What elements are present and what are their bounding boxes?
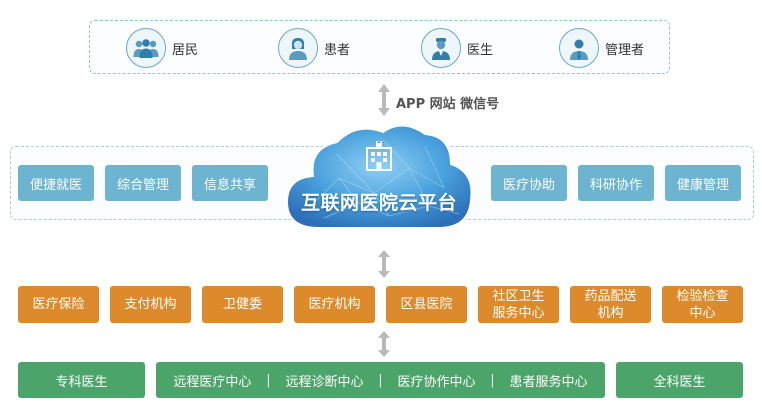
- separator: |: [490, 372, 495, 388]
- service-integrated-management: 综合管理: [105, 165, 181, 201]
- org-community-health: 社区卫生服务中心: [478, 286, 559, 323]
- org-payment: 支付机构: [110, 286, 191, 323]
- org-county-hospital: 区县医院: [386, 286, 467, 323]
- group-users-icon: [126, 28, 166, 68]
- service-medical-assist: 医疗协助: [491, 165, 567, 201]
- org-medical-institutions: 医疗机构: [294, 286, 375, 323]
- org-medical-insurance: 医疗保险: [18, 286, 99, 323]
- service-info-sharing: 信息共享: [192, 165, 268, 201]
- user-label-patient: 患者: [324, 42, 351, 58]
- remote-diagnosis-center: 远程诊断中心: [285, 374, 364, 390]
- remote-medical-center: 远程医疗中心: [173, 374, 252, 390]
- separator: |: [266, 372, 271, 388]
- service-health-management: 健康管理: [665, 165, 741, 201]
- user-label-doctor: 医生: [467, 42, 494, 58]
- platform-cloud: 互联网医院云平台: [279, 118, 479, 240]
- doctor-icon: [421, 28, 461, 68]
- patient-service-center: 患者服务中心: [509, 374, 588, 390]
- service-convenient-care: 便捷就医: [18, 165, 94, 201]
- double-arrow-icon: [377, 250, 391, 278]
- platform-title: 互联网医院云平台: [301, 192, 458, 214]
- user-manager: 管理者: [559, 28, 644, 68]
- double-arrow-icon: [377, 331, 391, 357]
- org-drug-delivery: 药品配送机构: [570, 286, 651, 323]
- separator: |: [378, 372, 383, 388]
- org-lab-center: 检验检查中心: [662, 286, 743, 323]
- org-lab-center-label: 检验检查中心: [676, 288, 729, 321]
- service-research-collab: 科研协作: [578, 165, 654, 201]
- org-community-health-label: 社区卫生服务中心: [492, 288, 545, 321]
- org-drug-delivery-label: 药品配送机构: [584, 288, 637, 321]
- manager-icon: [559, 28, 599, 68]
- medical-collab-center: 医疗协作中心: [397, 374, 476, 390]
- user-patient: 患者: [278, 28, 350, 68]
- double-arrow-icon: [377, 84, 391, 116]
- user-doctor: 医生: [421, 28, 493, 68]
- patient-icon: [278, 28, 318, 68]
- access-channels: APP 网站 微信号: [396, 97, 500, 112]
- user-label-resident: 居民: [172, 42, 199, 58]
- hospital-icon: [364, 140, 394, 172]
- org-health-commission: 卫健委: [202, 286, 283, 323]
- remote-centers-bar: 远程医疗中心 | 远程诊断中心 | 医疗协作中心 | 患者服务中心: [156, 362, 605, 398]
- general-practitioner: 全科医生: [616, 362, 743, 398]
- user-label-manager: 管理者: [605, 42, 645, 58]
- user-resident: 居民: [126, 28, 198, 68]
- specialist-doctor: 专科医生: [18, 362, 145, 398]
- cloud-icon: [285, 124, 473, 229]
